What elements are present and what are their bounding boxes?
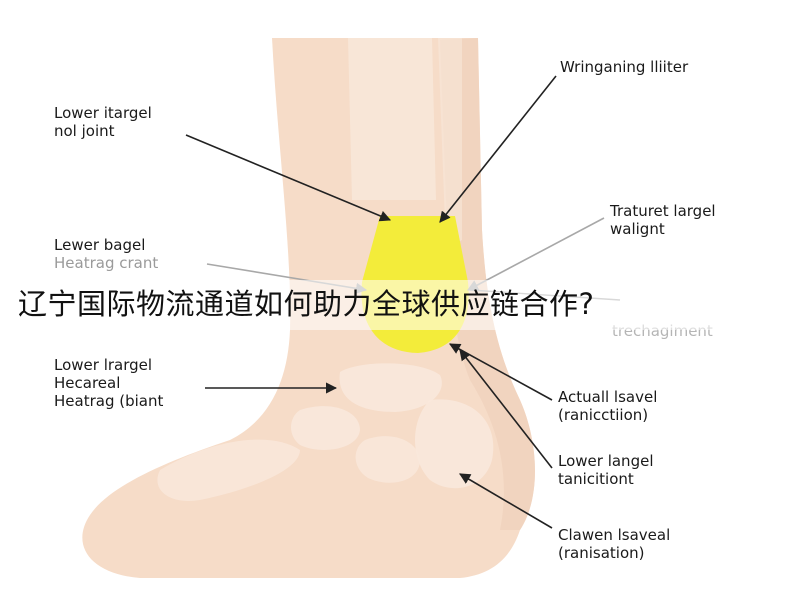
navicular-bone [291, 406, 360, 450]
metatarsal-bones [157, 439, 300, 501]
label-actuall-lsavel: Actuall lsavel (ranicctiion) [558, 388, 658, 424]
fibula-bone [438, 38, 462, 250]
label-lewer-bagel: Lewer bagel Heatrag crant [54, 236, 159, 272]
label-lower-lrargel: Lower lrargel Hecareal Heatrag (biant [54, 356, 164, 410]
arrow-right-1 [439, 75, 557, 223]
arrow-right-2 [467, 217, 605, 291]
label-traturet-largel: Traturet largel walignt [610, 202, 716, 238]
talus-bone [339, 363, 442, 412]
tibia-bone [348, 38, 436, 200]
title-banner-background [0, 280, 800, 330]
cuboid-bone [355, 436, 420, 483]
arrow-left-1 [185, 134, 392, 222]
title-banner-text: 辽宁国际物流通道如何助力全球供应链合作? [18, 287, 595, 321]
calcaneus-bone [415, 399, 494, 489]
label-lower-itargel: Lower itargel nol joint [54, 104, 152, 140]
label-lower-langel: Lower langel tanicitiont [558, 452, 654, 488]
label-clawen-lsaveal: Clawen lsaveal (ranisation) [558, 526, 671, 562]
label-wringaning-lliiter: Wringaning lliiter [560, 58, 689, 76]
arrow-right-6 [459, 473, 553, 529]
leg-shadow [440, 38, 535, 530]
arrow-right-5 [459, 349, 553, 469]
